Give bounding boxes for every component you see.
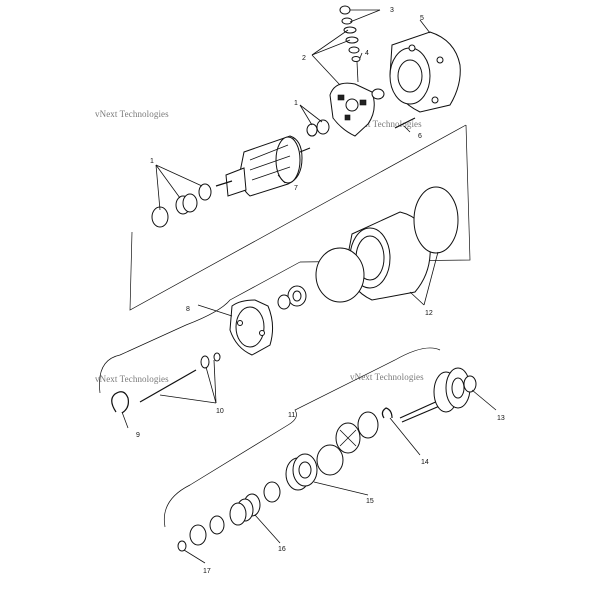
armature bbox=[215, 135, 311, 197]
watermark-2: vNext Technologies bbox=[348, 119, 422, 129]
callout-9: 9 bbox=[136, 432, 140, 439]
housing-o-ring-rear bbox=[413, 186, 459, 254]
armature-washer-b bbox=[316, 119, 330, 135]
callout-14: 14 bbox=[421, 459, 429, 466]
clutch-washer bbox=[357, 411, 379, 439]
callout-6: 6 bbox=[418, 133, 422, 140]
brush-plate bbox=[329, 82, 375, 137]
callout-10: 10 bbox=[216, 408, 224, 415]
housing-o-ring-front bbox=[315, 247, 365, 303]
callout-16: 16 bbox=[278, 546, 286, 553]
callout-13: 13 bbox=[497, 415, 505, 422]
bolt-washer bbox=[200, 355, 210, 369]
long-through-bolt bbox=[139, 369, 197, 403]
small-bushing bbox=[371, 88, 385, 100]
watermark-3: vNext Technologies bbox=[95, 374, 169, 384]
callout-15: 15 bbox=[366, 498, 374, 505]
callout-1-top: 1 bbox=[294, 100, 298, 107]
callout-3: 3 bbox=[390, 7, 394, 14]
armature-washer-a bbox=[306, 123, 318, 137]
end-washer bbox=[177, 540, 187, 552]
leader-lines bbox=[121, 9, 497, 564]
callout-4: 4 bbox=[365, 50, 369, 57]
watermark-4: vNext Technologies bbox=[350, 372, 424, 382]
watermark-1: vNext Technologies bbox=[95, 109, 169, 119]
callout-1-left: 1 bbox=[150, 158, 154, 165]
callout-2: 2 bbox=[302, 55, 306, 62]
shaft-washer-3 bbox=[182, 193, 198, 213]
bolt-o-ring bbox=[213, 352, 221, 362]
spring-washer-b bbox=[189, 524, 207, 546]
top-washer-stack bbox=[339, 5, 361, 83]
housing-group-bracket bbox=[99, 261, 301, 394]
armature-group-outline bbox=[129, 124, 467, 311]
drive-group-bracket bbox=[163, 347, 441, 528]
shaft-washer-4 bbox=[198, 183, 212, 201]
clutch-spring-plate bbox=[335, 422, 361, 454]
snap-ring bbox=[111, 391, 129, 414]
bearing-seal bbox=[277, 294, 291, 310]
end-cover bbox=[389, 31, 461, 113]
callout-12: 12 bbox=[425, 310, 433, 317]
pinion-shaft-assembly bbox=[399, 367, 471, 423]
retaining-clip bbox=[381, 407, 393, 419]
clutch-o-ring bbox=[316, 444, 344, 476]
pinion-washer bbox=[463, 375, 477, 393]
drive-springs bbox=[229, 481, 281, 526]
callout-8: 8 bbox=[186, 306, 190, 313]
overrunning-clutch-gear bbox=[285, 453, 318, 491]
callout-17: 17 bbox=[203, 568, 211, 575]
bearing-inner bbox=[292, 290, 302, 302]
callout-11: 11 bbox=[288, 412, 295, 419]
callout-7: 7 bbox=[294, 185, 298, 192]
through-bolt-top bbox=[394, 117, 416, 129]
spring-washer-a bbox=[209, 515, 225, 535]
drive-end-housing bbox=[229, 299, 274, 356]
callout-5: 5 bbox=[420, 15, 424, 22]
